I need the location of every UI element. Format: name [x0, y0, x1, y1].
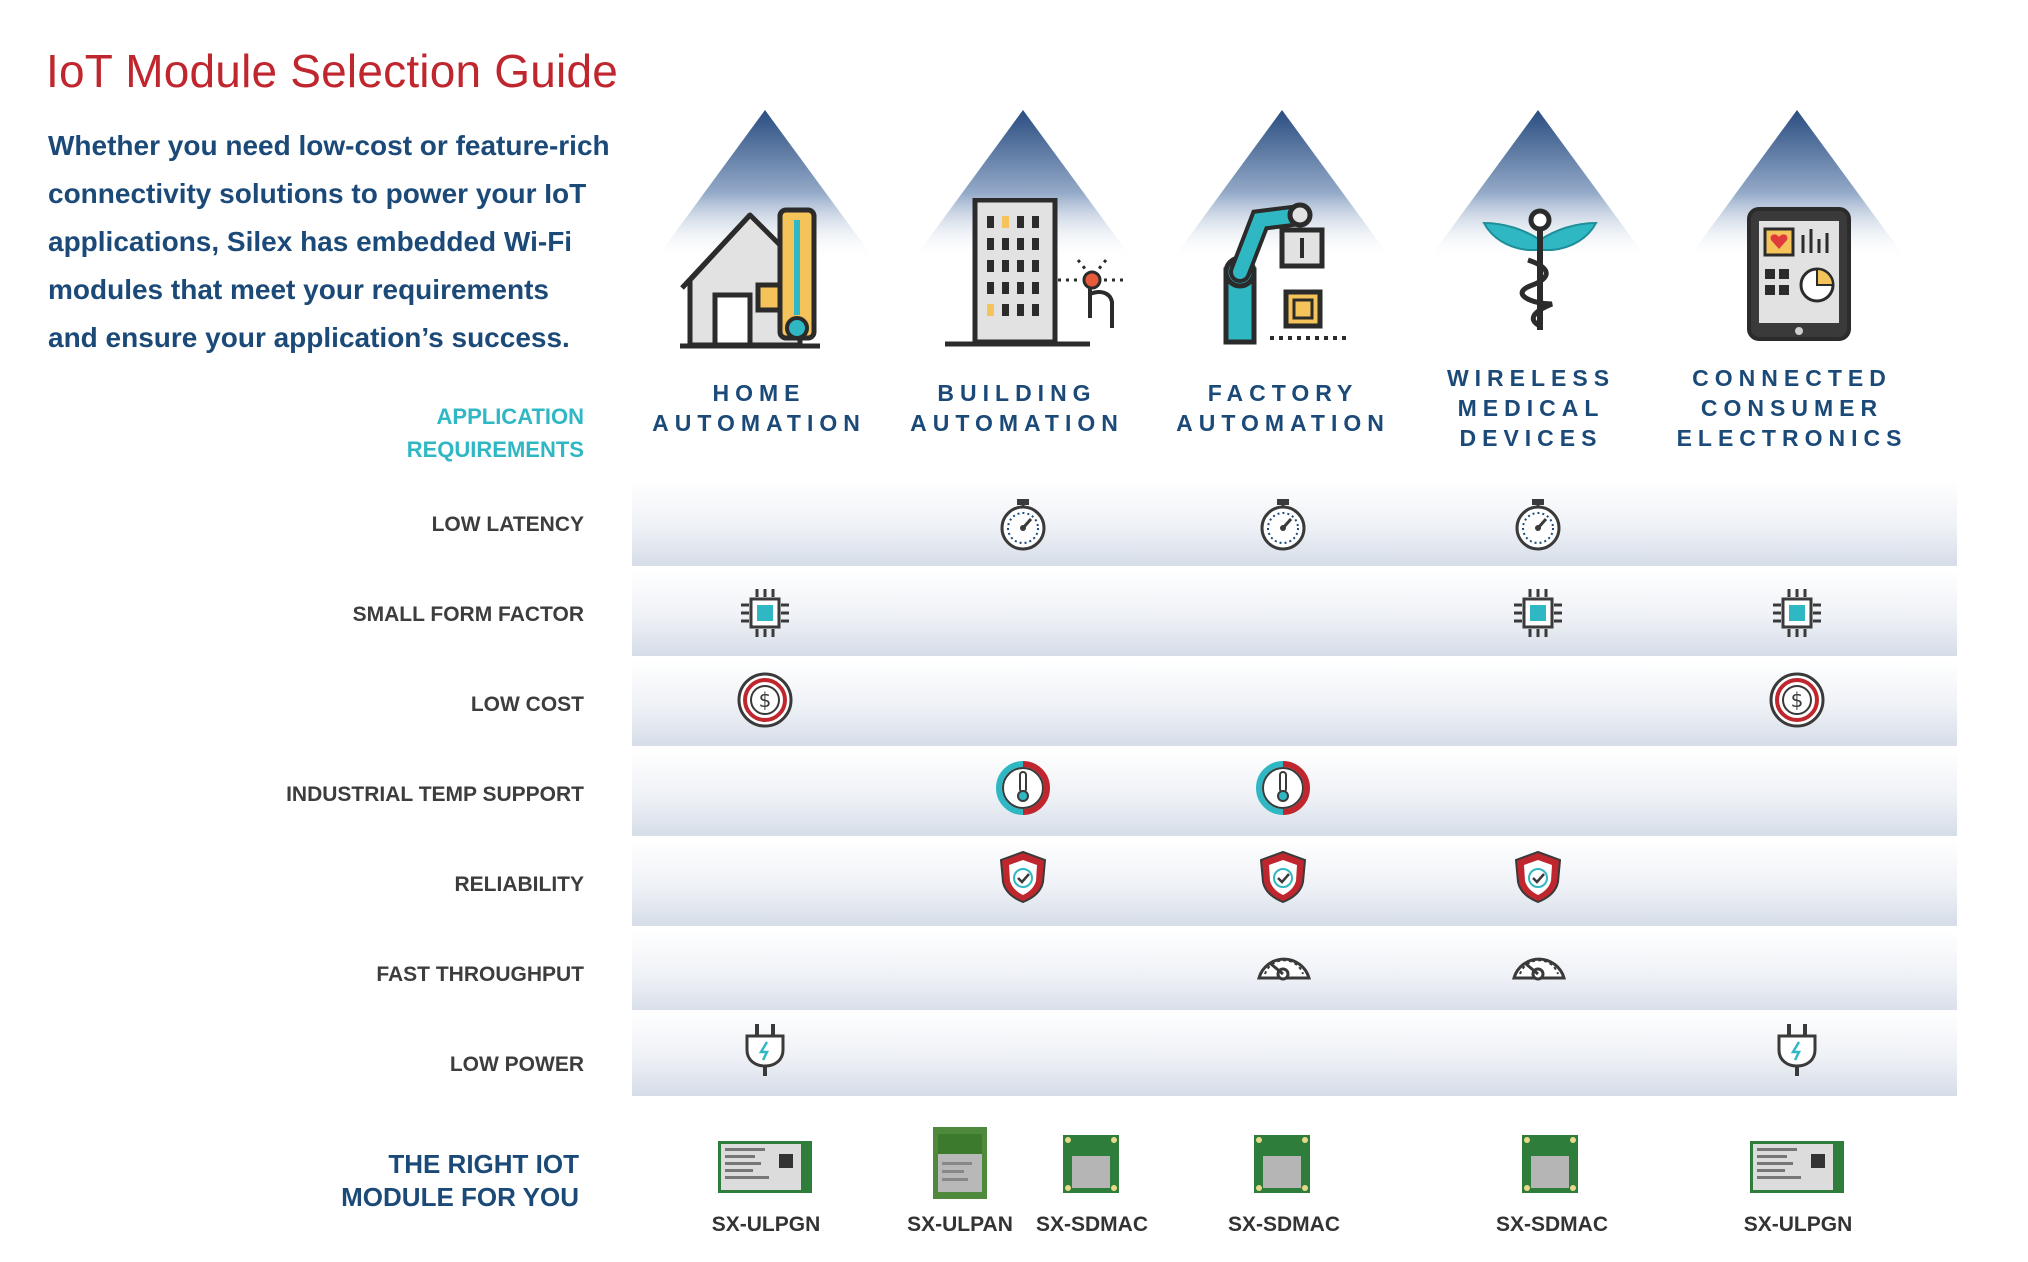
requirements-header-line: REQUIREMENTS [406, 437, 584, 462]
category-label: ELECTRONICS [1676, 425, 1908, 451]
stopwatch-icon [1260, 499, 1306, 551]
category-label: AUTOMATION [1176, 410, 1390, 436]
robot-arm-icon [1223, 202, 1348, 345]
svg-text:$: $ [759, 688, 772, 712]
dollar-coin-icon: $ [737, 672, 793, 728]
power-plug-icon [1777, 1024, 1817, 1076]
tall-module-icon [933, 1127, 987, 1199]
dollar-coin-icon: $ [1769, 672, 1825, 728]
requirement-row-band [632, 1010, 1957, 1096]
intro-line: connectivity solutions to power your IoT [48, 178, 587, 209]
building-touch-icon [945, 198, 1126, 347]
category-triangle [655, 110, 875, 260]
category-label: BUILDING [937, 380, 1097, 406]
category-label: FACTORY [1207, 380, 1359, 406]
intro-line: and ensure your application’s success. [48, 322, 570, 353]
intro-line: Whether you need low-cost or feature-ric… [48, 130, 610, 161]
category-label: CONSUMER [1700, 395, 1884, 421]
module-name: SX-ULPAN [907, 1213, 1013, 1236]
row-label-low-power: LOW POWER [449, 1053, 584, 1076]
tablet-dashboard-icon [1747, 207, 1851, 341]
intro-line: modules that meet your requirements [48, 274, 550, 305]
chip-icon [1514, 589, 1562, 637]
category-factory-automation: FACTORY AUTOMATION [1153, 378, 1413, 438]
category-home-automation: HOME AUTOMATION [629, 378, 889, 438]
module-name: SX-SDMAC [1227, 1213, 1340, 1236]
stopwatch-icon [1515, 499, 1561, 551]
thermometer-gauge-icon [1256, 761, 1310, 815]
category-label: AUTOMATION [910, 410, 1124, 436]
power-plug-icon [745, 1024, 785, 1076]
category-triangle [1172, 110, 1392, 260]
shield-check-icon [1514, 850, 1562, 904]
category-building-automation: BUILDING AUTOMATION [887, 378, 1147, 438]
row-label-low-latency: LOW LATENCY [431, 513, 584, 536]
module-header: THE RIGHT IOT MODULE FOR YOU [341, 1148, 579, 1214]
house-thermometer-icon [680, 207, 820, 349]
category-triangle [1687, 110, 1907, 260]
page-title: IoT Module Selection Guide [46, 45, 619, 97]
speedometer-icon [1257, 957, 1311, 981]
chip-icon [1773, 589, 1821, 637]
wide-module-icon [718, 1141, 812, 1193]
stopwatch-icon [1000, 499, 1046, 551]
intro-paragraph: Whether you need low-cost or feature-ric… [48, 122, 648, 362]
category-label: MEDICAL [1457, 395, 1605, 421]
square-module-icon [1522, 1135, 1578, 1193]
category-wireless-medical-devices: WIRELESS MEDICAL DEVICES [1401, 363, 1661, 453]
module-name: SX-SDMAC [1035, 1213, 1148, 1236]
chip-icon [741, 589, 789, 637]
shield-check-icon [1259, 850, 1307, 904]
thermometer-gauge-icon [996, 761, 1050, 815]
shield-check-icon [999, 850, 1047, 904]
caduceus-icon [1482, 208, 1598, 330]
module-header-line: MODULE FOR YOU [341, 1182, 579, 1212]
row-label-reliability: RELIABILITY [454, 873, 585, 896]
row-label-fast-throughput: FAST THROUGHPUT [376, 963, 584, 986]
requirements-header-line: APPLICATION [436, 404, 584, 429]
category-label: WIRELESS [1446, 365, 1616, 391]
row-label-small-form-factor: SMALL FORM FACTOR [352, 603, 584, 626]
wide-module-icon [1750, 1141, 1844, 1193]
requirements-header: APPLICATION REQUIREMENTS [407, 400, 584, 466]
requirement-row-band [632, 570, 1957, 656]
category-label: AUTOMATION [652, 410, 866, 436]
module-header-line: THE RIGHT IOT [388, 1149, 579, 1179]
category-triangle [913, 110, 1133, 260]
category-connected-consumer-electronics: CONNECTED CONSUMER ELECTRONICS [1662, 363, 1922, 453]
category-label: CONNECTED [1692, 365, 1892, 391]
intro-line: applications, Silex has embedded Wi-Fi [48, 226, 573, 257]
row-label-industrial-temp-support: INDUSTRIAL TEMP SUPPORT [286, 783, 584, 806]
module-name: SX-SDMAC [1495, 1213, 1608, 1236]
square-module-icon [1254, 1135, 1310, 1193]
category-label: HOME [712, 380, 806, 406]
row-label-low-cost: LOW COST [470, 693, 584, 716]
speedometer-icon [1512, 957, 1566, 981]
category-label: DEVICES [1459, 425, 1603, 451]
requirement-row-band [632, 660, 1957, 746]
square-module-icon [1063, 1135, 1119, 1193]
module-name: SX-ULPGN [711, 1213, 821, 1236]
module-name: SX-ULPGN [1743, 1213, 1853, 1236]
svg-text:$: $ [1791, 688, 1804, 712]
